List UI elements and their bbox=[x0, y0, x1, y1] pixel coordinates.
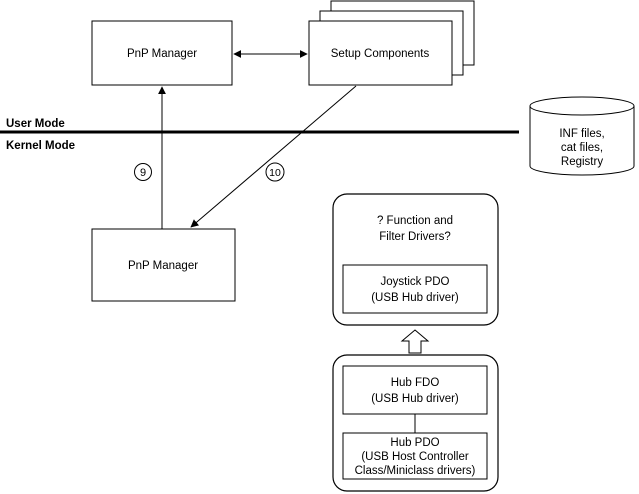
joystick-device-stack: ? Function and Filter Drivers? Joystick … bbox=[332, 193, 499, 326]
step9-label: 9 bbox=[140, 167, 146, 179]
storage-line1: INF files, bbox=[559, 128, 604, 140]
joystick-pdo-line2: (USB Hub driver) bbox=[371, 292, 459, 304]
hollow-up-arrow bbox=[400, 329, 430, 354]
pnp-manager-kernel-box: PnP Manager bbox=[91, 228, 236, 302]
joystick-pdo-box bbox=[342, 264, 488, 314]
storage-cylinder: INF files, cat files, Registry bbox=[529, 96, 635, 176]
pnp-manager-user-label: PnP Manager bbox=[127, 48, 197, 60]
hub-pdo-line1: Hub PDO bbox=[390, 437, 439, 449]
hub-pdo-line2: (USB Host Controller bbox=[361, 451, 469, 463]
pnp-manager-kernel-label: PnP Manager bbox=[128, 260, 198, 272]
pnp-manager-user-box: PnP Manager bbox=[91, 20, 233, 86]
function-drivers-line1: ? Function and bbox=[377, 215, 453, 227]
function-drivers-line2: Filter Drivers? bbox=[379, 231, 451, 243]
step10-label: 10 bbox=[269, 167, 281, 179]
setup-components-stack: Setup Components bbox=[308, 0, 475, 86]
hub-fdo-line1: Hub FDO bbox=[391, 377, 440, 389]
storage-line3: Registry bbox=[561, 156, 603, 168]
hub-device-stack: Hub FDO (USB Hub driver) Hub PDO (USB Ho… bbox=[332, 354, 499, 492]
hub-fdo-line2: (USB Hub driver) bbox=[371, 393, 459, 405]
setup-components-label: Setup Components bbox=[331, 48, 430, 60]
kernel-mode-label: Kernel Mode bbox=[6, 140, 75, 152]
step10-marker: 10 bbox=[265, 162, 285, 182]
user-mode-label: User Mode bbox=[6, 118, 65, 130]
storage-line2: cat files, bbox=[561, 142, 603, 154]
hub-fdo-box bbox=[342, 365, 488, 415]
joystick-pdo-line1: Joystick PDO bbox=[380, 276, 449, 288]
hub-pdo-line3: Class/Miniclass drivers) bbox=[355, 465, 476, 477]
arrow-step10 bbox=[190, 85, 357, 228]
step9-marker: 9 bbox=[134, 163, 152, 181]
hub-pdo-box bbox=[342, 432, 488, 480]
